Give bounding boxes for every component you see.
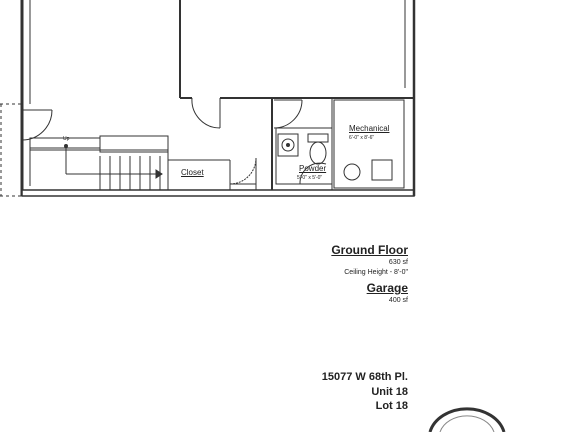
stair-arrowhead (155, 169, 163, 179)
toilet-tank (307, 133, 329, 143)
mechanical-room-wall (333, 99, 405, 189)
closet-label: Closet (181, 168, 204, 177)
vanity (277, 133, 299, 157)
ground-floor-area: 630 sf (388, 259, 408, 266)
mechanical-label: Mechanical (349, 124, 390, 133)
powder-dimensions: 5'-0" x 5'-0" (297, 175, 323, 181)
door-swing (191, 97, 221, 129)
garage-area: 400 sf (388, 297, 408, 304)
address-street: 15077 W 68th Pl. (321, 371, 408, 383)
ceiling-height: Ceiling Height - 8'-0" (344, 269, 408, 276)
toilet-icon (309, 141, 327, 165)
ground-floor-title: Ground Floor (331, 243, 408, 257)
door-swing (299, 162, 327, 185)
stair-up-label: Up (63, 136, 70, 142)
address-lot: Lot 18 (375, 400, 408, 412)
water-heater-icon (343, 163, 361, 181)
door-swing (273, 99, 303, 129)
garage-title: Garage (366, 281, 408, 295)
stair-treads (99, 156, 161, 190)
exterior-wall-bottom (21, 189, 415, 197)
powder-label: Powder (299, 164, 327, 173)
stair-rail (99, 135, 169, 153)
logo-icon (428, 407, 506, 432)
door-swing (21, 109, 53, 141)
door-swing (229, 157, 257, 185)
address-unit: Unit 18 (371, 386, 408, 398)
sink-icon (281, 138, 295, 152)
mechanical-dimensions: 6'-0" x 8'-6" (349, 135, 375, 141)
furnace-icon (371, 159, 393, 181)
